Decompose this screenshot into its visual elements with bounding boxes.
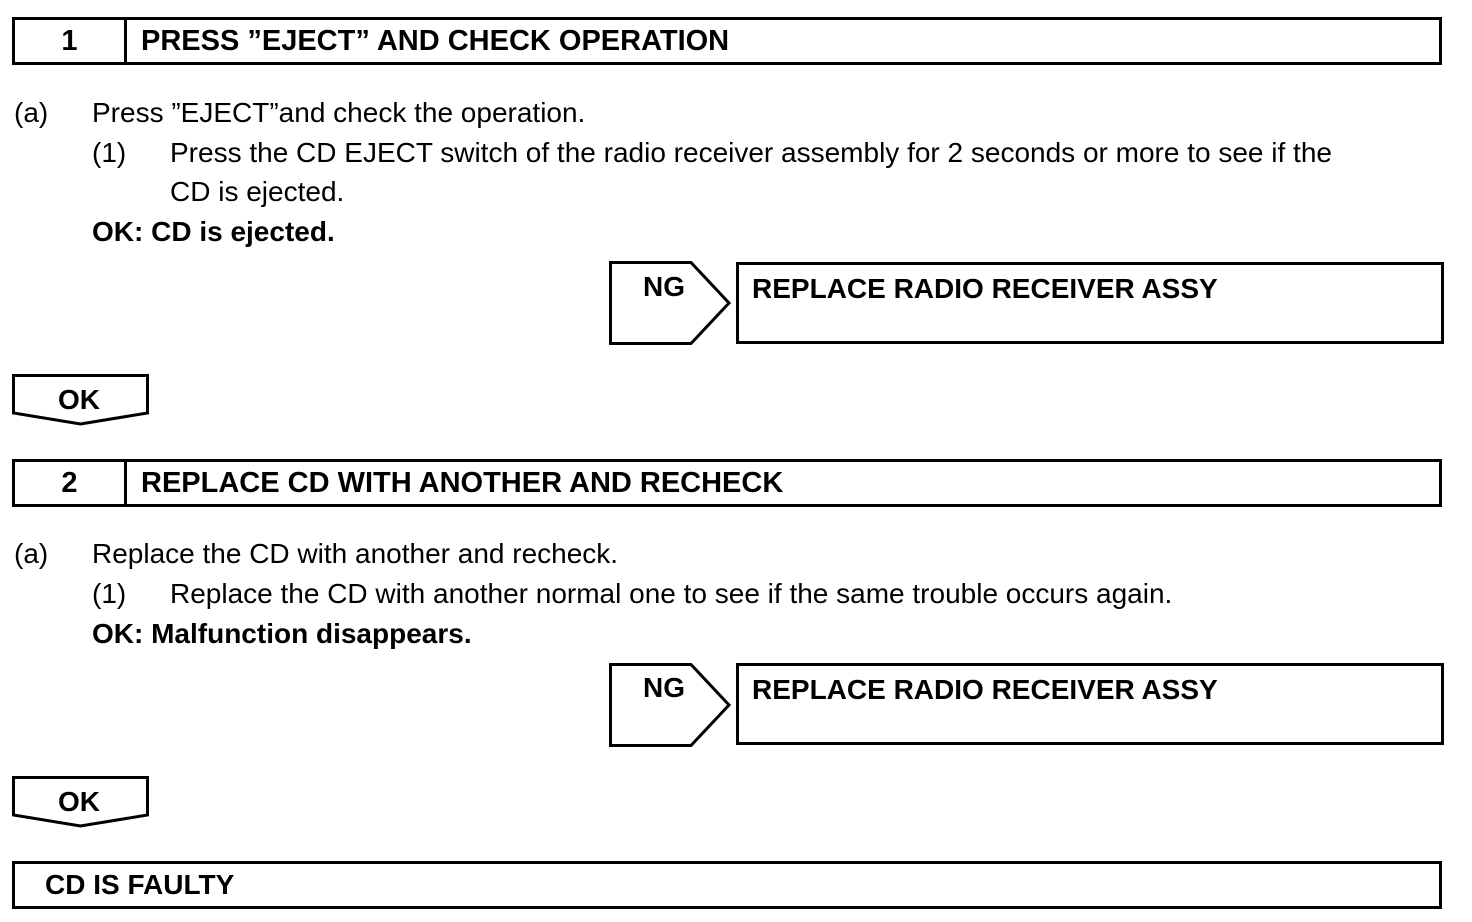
step-1-header: 1 PRESS ”EJECT” AND CHECK OPERATION [12, 17, 1442, 65]
step-2-sub-marker: (1) [92, 578, 127, 609]
step-1-sub-text-line2: CD is ejected. [170, 176, 345, 207]
step-2-ng-arrow [609, 663, 732, 747]
step-2-ok-label: OK [58, 786, 100, 817]
step-2-ng-result-box: REPLACE RADIO RECEIVER ASSY [736, 663, 1444, 745]
step-1-sub-marker: (1) [92, 137, 127, 168]
conclusion-box: CD IS FAULTY [12, 861, 1442, 909]
step-1-sub-text-line1: Press the CD EJECT switch of the radio r… [170, 137, 1332, 168]
step-2-item-a-marker: (a) [14, 538, 49, 569]
conclusion-text: CD IS FAULTY [45, 869, 235, 900]
step-2-sub-text-line1: Replace the CD with another normal one t… [170, 578, 1173, 609]
step-2-ng-label: NG [643, 672, 685, 703]
step-1-ng-arrow [609, 261, 732, 345]
step-1-ng-result-box: REPLACE RADIO RECEIVER ASSY [736, 262, 1444, 344]
step-1-ng-action: REPLACE RADIO RECEIVER ASSY [752, 273, 1218, 304]
step-1-title: PRESS ”EJECT” AND CHECK OPERATION [141, 25, 730, 57]
step-1-ok-criteria: OK: CD is ejected. [92, 216, 335, 247]
step-2-header: 2 REPLACE CD WITH ANOTHER AND RECHECK [12, 459, 1442, 507]
step-1-ok-arrow [12, 374, 149, 426]
step-2-ng-action: REPLACE RADIO RECEIVER ASSY [752, 674, 1218, 705]
step-1-ok-label: OK [58, 384, 100, 415]
step-2-title: REPLACE CD WITH ANOTHER AND RECHECK [141, 467, 784, 499]
step-1-item-a-text: Press ”EJECT”and check the operation. [92, 97, 586, 128]
step-1-item-a-marker: (a) [14, 97, 49, 128]
step-2-item-a-text: Replace the CD with another and recheck. [92, 538, 619, 569]
step-2-ok-arrow [12, 776, 149, 828]
step-1-number: 1 [15, 20, 127, 62]
step-2-ok-criteria: OK: Malfunction disappears. [92, 618, 472, 649]
step-1-ng-label: NG [643, 271, 685, 302]
step-2-number: 2 [15, 462, 127, 504]
